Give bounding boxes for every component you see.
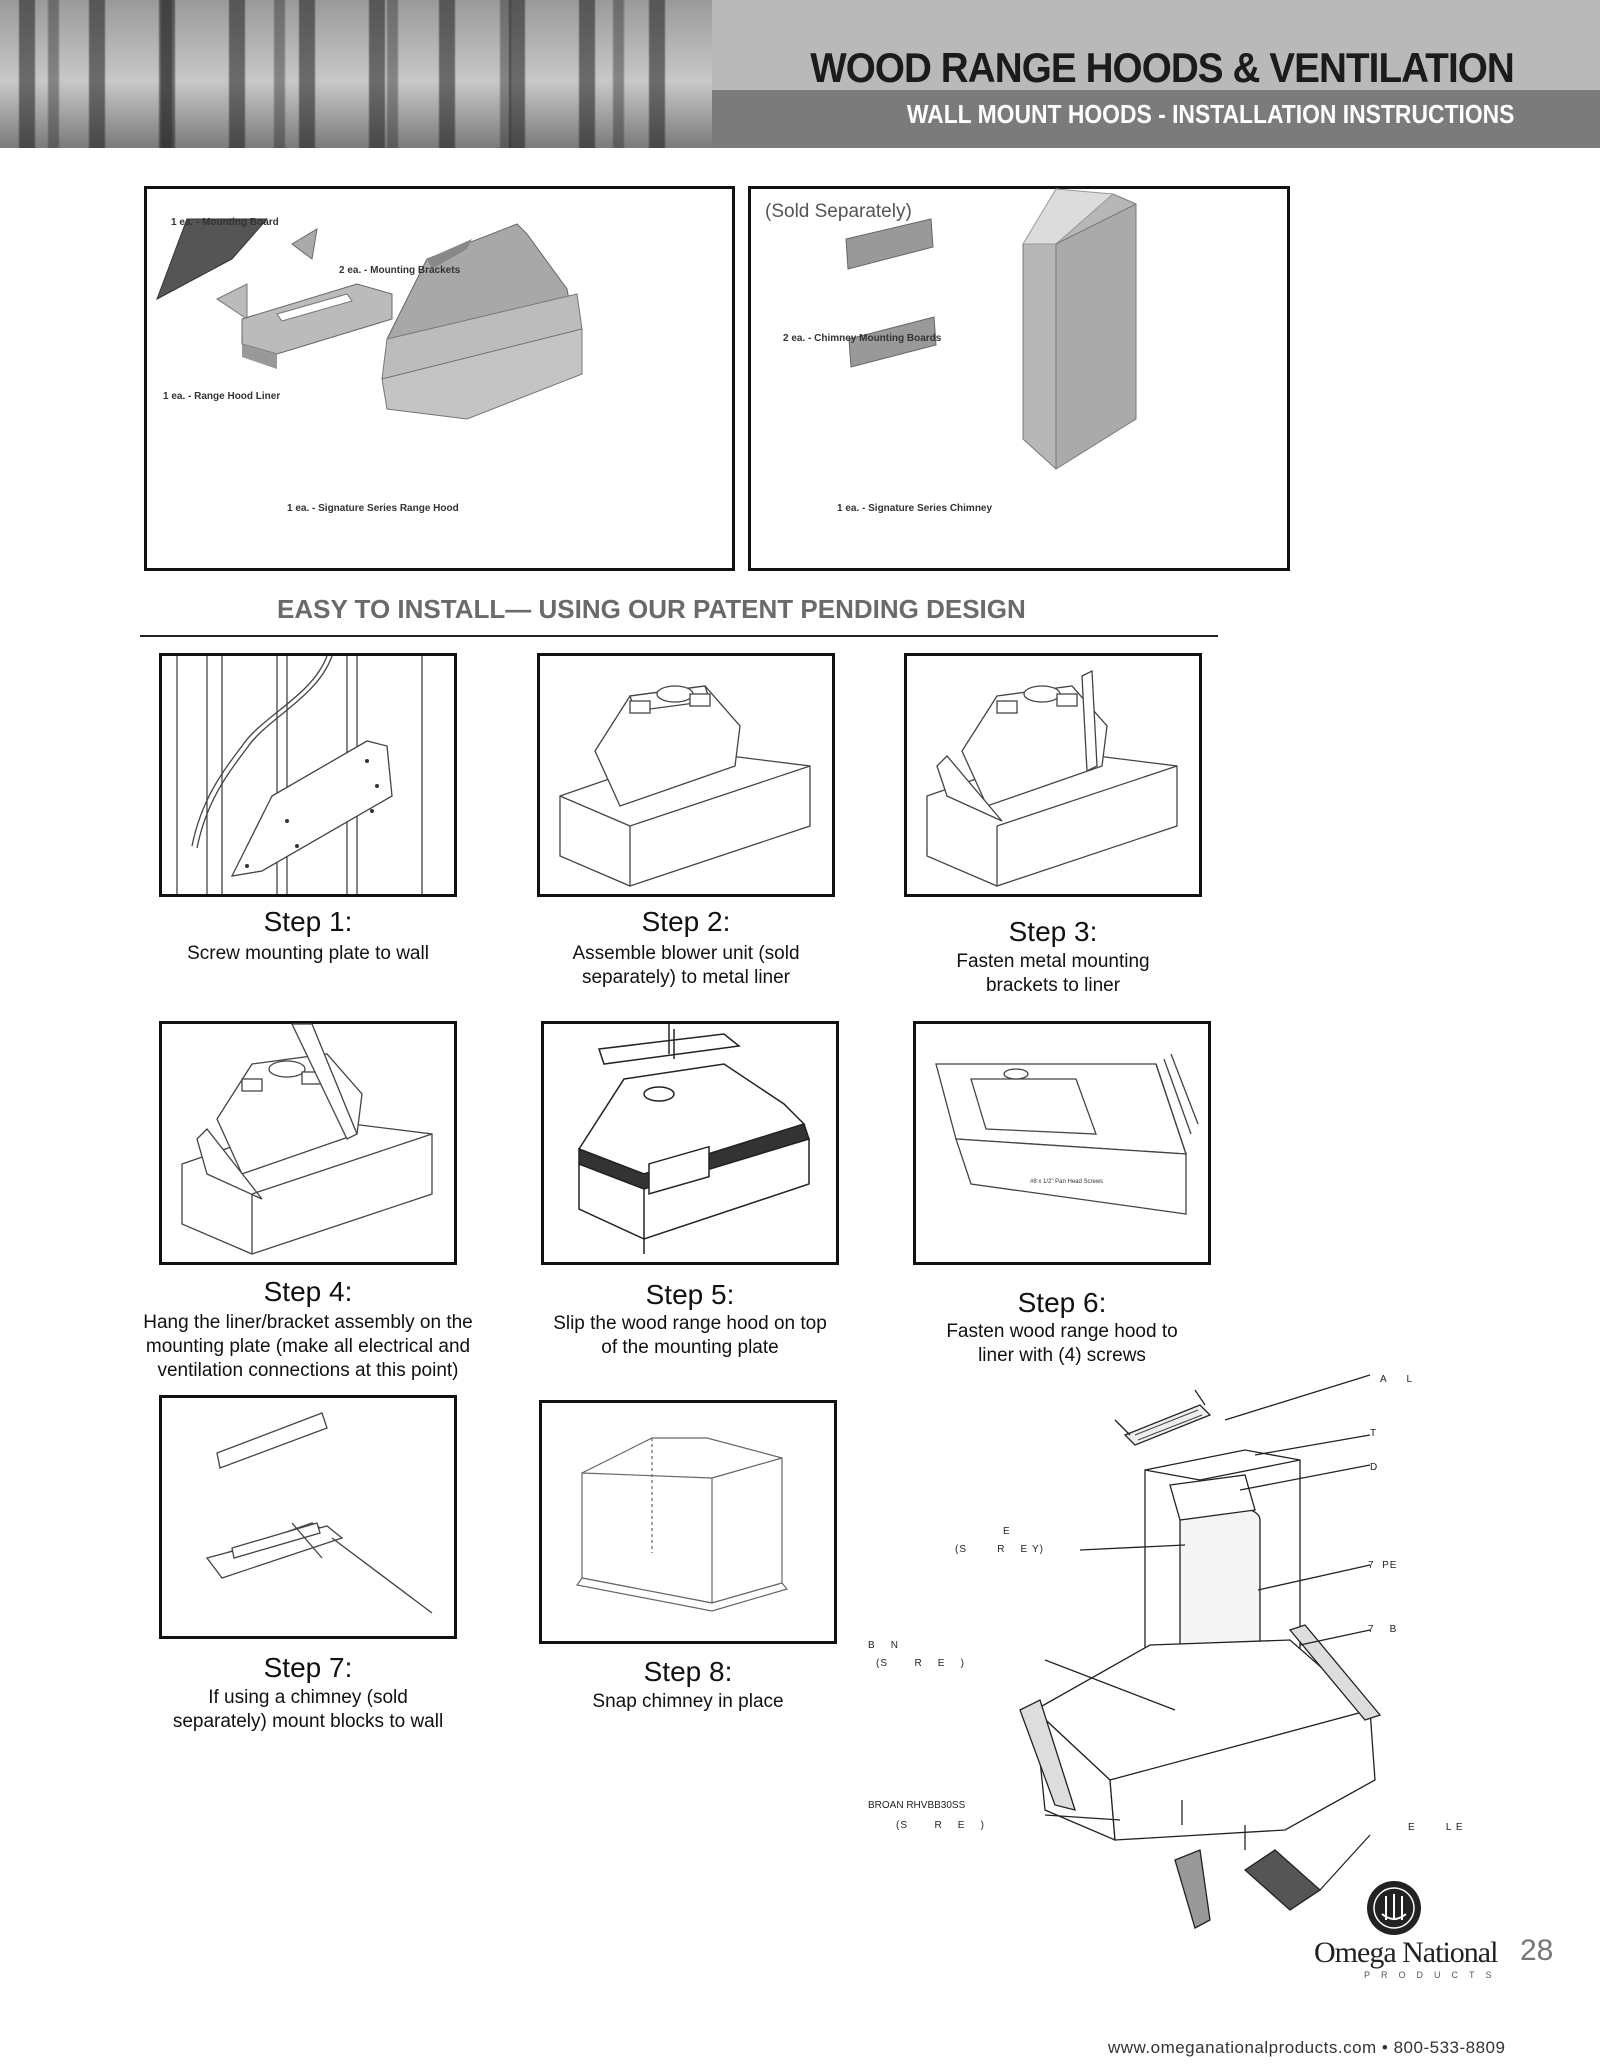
label-chimney-boards: 2 ea. - Chimney Mounting Boards: [783, 333, 942, 344]
chimney-panel: (Sold Separately) 2 ea. - Chimney Mounti…: [748, 186, 1290, 571]
step4-description: Hang the liner/bracket assembly on the m…: [143, 1312, 473, 1381]
step5-illustration: [541, 1021, 839, 1265]
step2-title: Step 2:: [641, 906, 731, 937]
brand-tagline: PRODUCTS: [1364, 1970, 1503, 1980]
step8-title: Step 8:: [643, 1656, 733, 1687]
step8-illustration: [539, 1400, 837, 1644]
step3-title: Step 3:: [1008, 916, 1098, 947]
diagram-label-duct: D: [1370, 1462, 1379, 1473]
page-title: WOOD RANGE HOODS & VENTILATION: [810, 44, 1515, 91]
chimney-illustration: [845, 188, 1137, 470]
label-range-hood-liner: 1 ea. - Range Hood Liner: [163, 391, 281, 402]
diagram-label-grille: A L: [1380, 1374, 1414, 1385]
diagram-label-chimney: E: [1003, 1526, 1011, 1537]
step5-title: Step 5:: [645, 1279, 735, 1310]
parts-illustration: [156, 218, 583, 420]
sold-separately-note: (Sold Separately): [765, 201, 912, 222]
label-mounting-board: 1 ea. - Mounting Board: [171, 217, 279, 228]
step7-title: Step 7:: [263, 1652, 353, 1683]
exploded-assembly-diagram: [1019, 1374, 1382, 1929]
diagram-label-pipe: 7 PE: [1368, 1560, 1398, 1571]
step1-illustration: [159, 653, 457, 897]
diagram-label-broan: BROAN RHVBB30SS: [868, 1800, 966, 1811]
diagram-label-hood: B N: [868, 1640, 900, 1651]
step6-illustration: #8 x 1/2" Pan Head Screws: [913, 1021, 1211, 1265]
footer-contact: www.omeganationalproducts.com • 800-533-…: [1108, 2038, 1506, 2057]
step3-description: Fasten metal mounting brackets to liner: [956, 951, 1150, 996]
step7-illustration: [159, 1395, 457, 1639]
brand-name: Omega National: [1314, 1936, 1498, 1969]
parts-panel: 1 ea. - Mounting Board 2 ea. - Mounting …: [144, 186, 735, 571]
step8-description: Snap chimney in place: [592, 1691, 784, 1712]
diagram-label-hood-note: (S R E ): [876, 1658, 965, 1669]
diagram-label-chimney-note: (S R E Y): [955, 1544, 1045, 1555]
label-mounting-brackets: 2 ea. - Mounting Brackets: [339, 265, 461, 276]
step2-description: Assemble blower unit (sold separately) t…: [572, 943, 800, 988]
diagram-label-top-frame: T: [1370, 1428, 1378, 1439]
step7-description: If using a chimney (sold separately) mou…: [172, 1687, 444, 1732]
step6-screw-callout: #8 x 1/2" Pan Head Screws: [1030, 1179, 1104, 1185]
step6-description: Fasten wood range hood to liner with (4)…: [946, 1321, 1178, 1366]
forest-header-image: [0, 0, 712, 148]
step4-illustration: [159, 1021, 457, 1265]
step3-illustration: [904, 653, 1202, 897]
diagram-label-blower: 7 B: [1368, 1624, 1398, 1635]
step1-title: Step 1:: [263, 906, 353, 937]
step6-title: Step 6:: [1017, 1287, 1107, 1318]
step1-description: Screw mounting plate to wall: [187, 943, 429, 964]
step4-title: Step 4:: [263, 1276, 353, 1307]
diagram-label-filter: E L E: [1408, 1822, 1464, 1833]
install-heading: EASY TO INSTALL— USING OUR PATENT PENDIN…: [277, 594, 1026, 624]
label-chimney: 1 ea. - Signature Series Chimney: [837, 503, 993, 514]
page-number: 28: [1520, 1934, 1554, 1967]
omega-national-logo-icon: [1367, 1881, 1421, 1935]
label-range-hood: 1 ea. - Signature Series Range Hood: [287, 503, 459, 514]
heading-divider: [140, 635, 1218, 637]
subtitle-bar: [712, 90, 1600, 148]
step2-illustration: [537, 653, 835, 897]
page-subtitle: WALL MOUNT HOODS - INSTALLATION INSTRUCT…: [906, 99, 1514, 129]
diagram-label-broan-note: (S R E ): [896, 1820, 985, 1831]
step5-description: Slip the wood range hood on top of the m…: [553, 1313, 827, 1358]
